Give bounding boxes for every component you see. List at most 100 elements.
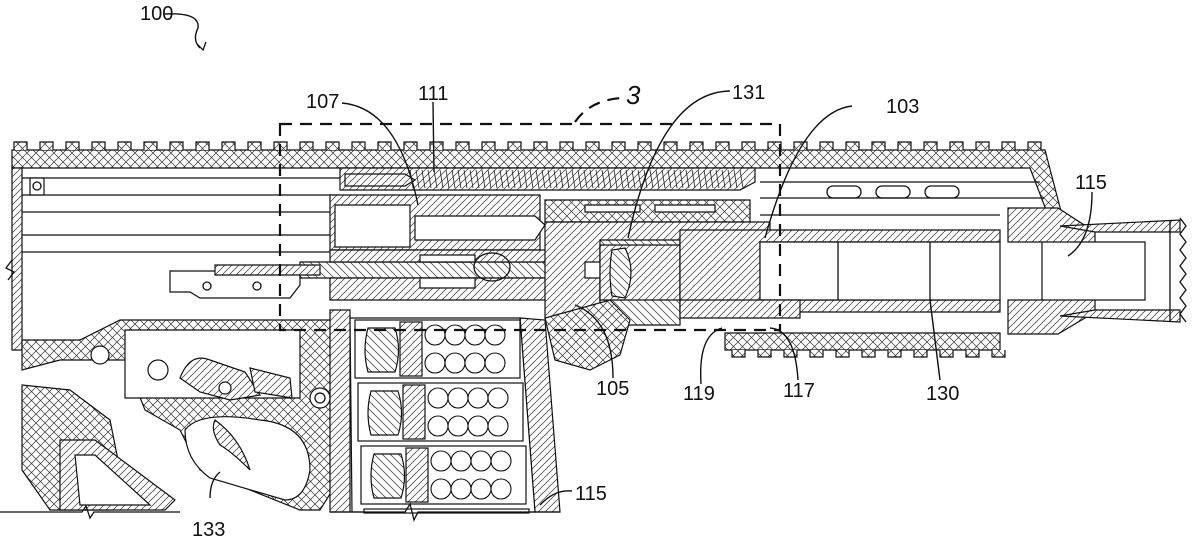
spring-coil: [691, 169, 696, 189]
spring-coil: [715, 169, 720, 189]
rail-tooth: [117, 141, 132, 150]
spring-coil: [493, 169, 498, 189]
rail-tooth: [637, 141, 652, 150]
spring-coil: [553, 169, 558, 189]
label-119: 119: [683, 383, 715, 405]
rail-tooth: [757, 350, 772, 358]
ground-line-left: [0, 504, 180, 520]
rail-tooth: [741, 141, 756, 150]
rail-tooth: [377, 141, 392, 150]
label-107: 107: [306, 91, 339, 113]
rail-tooth: [611, 141, 626, 150]
spring-coil: [721, 169, 726, 189]
shot-pellet: [484, 352, 506, 374]
leader-111: [432, 101, 435, 173]
bolt-carrier-107: [329, 194, 751, 251]
shot-pellet: [444, 352, 466, 374]
shot-pellet: [447, 415, 469, 437]
spring-coil: [685, 169, 690, 189]
rail-tooth: [13, 141, 28, 150]
detail-leader-3: [574, 96, 623, 123]
arrowhead-100: [196, 41, 207, 52]
rail-tooth: [221, 141, 236, 150]
label-130: 130: [926, 383, 959, 405]
spring-coil: [733, 169, 738, 189]
spring-coil: [625, 169, 630, 189]
rail-tooth: [39, 141, 54, 150]
rail-tooth: [65, 141, 80, 150]
leader-119: [699, 327, 723, 385]
spring-coil: [517, 169, 522, 189]
detail-boundary-3: [278, 122, 782, 332]
receiver-internal-lines: [22, 177, 340, 253]
leader-107: [341, 102, 419, 206]
spring-coil: [487, 169, 492, 189]
spring-coil: [631, 169, 636, 189]
shot-pellet: [467, 415, 489, 437]
rail-tooth: [991, 350, 1006, 358]
shot-pellet: [470, 450, 492, 472]
label-131: 131: [732, 82, 765, 104]
shot-pellet: [424, 324, 446, 346]
rail-tooth: [481, 141, 496, 150]
leader-115-lower: [539, 490, 573, 506]
spring-coil: [469, 169, 474, 189]
spring-coil: [679, 169, 684, 189]
rail-tooth: [819, 141, 834, 150]
spring-coil: [661, 169, 666, 189]
spring-coil: [475, 169, 480, 189]
trigger-133: [179, 357, 293, 471]
spring-coil: [463, 169, 468, 189]
spring-coil: [433, 169, 438, 189]
shot-pellet: [487, 415, 509, 437]
rail-tooth: [91, 141, 106, 150]
spring-coil: [505, 169, 510, 189]
spring-coil: [541, 169, 546, 189]
rail-tooth: [923, 141, 938, 150]
rail-tooth: [299, 141, 314, 150]
spring-coil: [595, 169, 600, 189]
spring-coil: [559, 169, 564, 189]
spring-coil: [535, 169, 540, 189]
shot-pellet: [424, 352, 446, 374]
leader-131: [627, 90, 731, 239]
rail-tooth: [835, 350, 850, 358]
rail-tooth: [169, 141, 184, 150]
shot-pellet: [427, 415, 449, 437]
shot-pellet: [430, 450, 452, 472]
rail-tooth: [351, 141, 366, 150]
label-111: 111: [418, 83, 448, 105]
spring-coil: [655, 169, 660, 189]
shot-pellet: [430, 478, 452, 500]
barrel-130: [679, 229, 1001, 319]
ground-line-magazine: [330, 502, 560, 522]
shot-pellet: [447, 387, 469, 409]
label-100: 100: [140, 3, 173, 25]
spring-coil: [607, 169, 612, 189]
leader-100: [164, 13, 201, 49]
spring-coil: [451, 169, 456, 189]
wad: [399, 321, 423, 377]
shot-pellet: [444, 324, 466, 346]
rail-tooth: [403, 141, 418, 150]
rail-tooth: [845, 141, 860, 150]
rail-tooth: [965, 350, 980, 358]
rail-tooth: [897, 141, 912, 150]
rail-tooth: [1001, 141, 1016, 150]
spring-coil: [709, 169, 714, 189]
spring-coil: [577, 169, 582, 189]
spring-coil: [643, 169, 648, 189]
rail-tooth: [1027, 141, 1042, 150]
rail-tooth: [507, 141, 522, 150]
rail-tooth: [195, 141, 210, 150]
spring-coil: [589, 169, 594, 189]
shot-pellet: [490, 478, 512, 500]
wad: [405, 447, 429, 503]
rail-tooth: [939, 350, 954, 358]
spring-coil: [439, 169, 444, 189]
spring-coil: [601, 169, 606, 189]
rail-tooth: [325, 141, 340, 150]
shot-pellet: [490, 450, 512, 472]
magazine-cell: [363, 508, 530, 514]
